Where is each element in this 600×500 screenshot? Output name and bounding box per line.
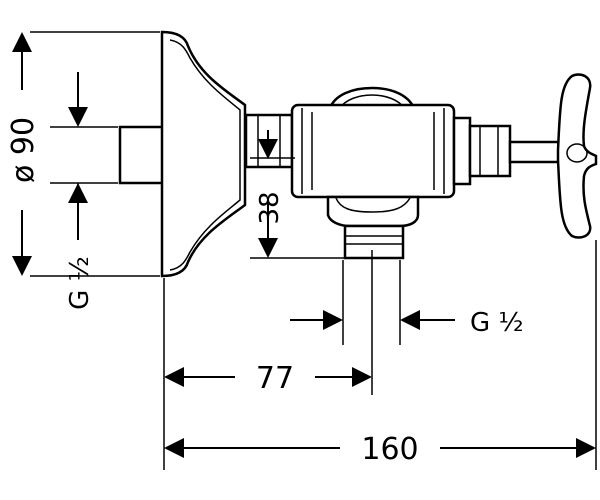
dim-overall-length: 160: [164, 432, 596, 467]
dim-depth-label: 38: [255, 191, 285, 224]
dim-center-offset-label: 77: [256, 361, 294, 396]
top-dome: [328, 86, 416, 110]
dim-depth: 38: [255, 130, 285, 258]
dim-center-offset: 77: [164, 361, 372, 396]
valve-body: [290, 103, 456, 199]
dim-flange-diameter: ø 90: [6, 31, 41, 276]
dim-outlet-thread: G ½: [290, 308, 524, 338]
cross-handle: [556, 73, 598, 239]
dim-flange-thread-label: G ½: [65, 256, 95, 310]
wall-flange: [160, 30, 247, 278]
dim-outlet-thread-label: G ½: [470, 308, 524, 338]
extension-lines: [30, 31, 597, 470]
outlet-thread: [343, 224, 405, 260]
fixture-drawing: [118, 30, 598, 278]
stem-spindle: [508, 140, 562, 164]
wall-stub: [118, 125, 166, 185]
stem-nut: [468, 124, 512, 178]
dim-overall-length-label: 160: [361, 432, 418, 467]
dim-flange-diameter-label: ø 90: [6, 117, 41, 183]
stem-collar: [452, 116, 472, 186]
dim-flange-thread: G ½: [65, 72, 95, 310]
